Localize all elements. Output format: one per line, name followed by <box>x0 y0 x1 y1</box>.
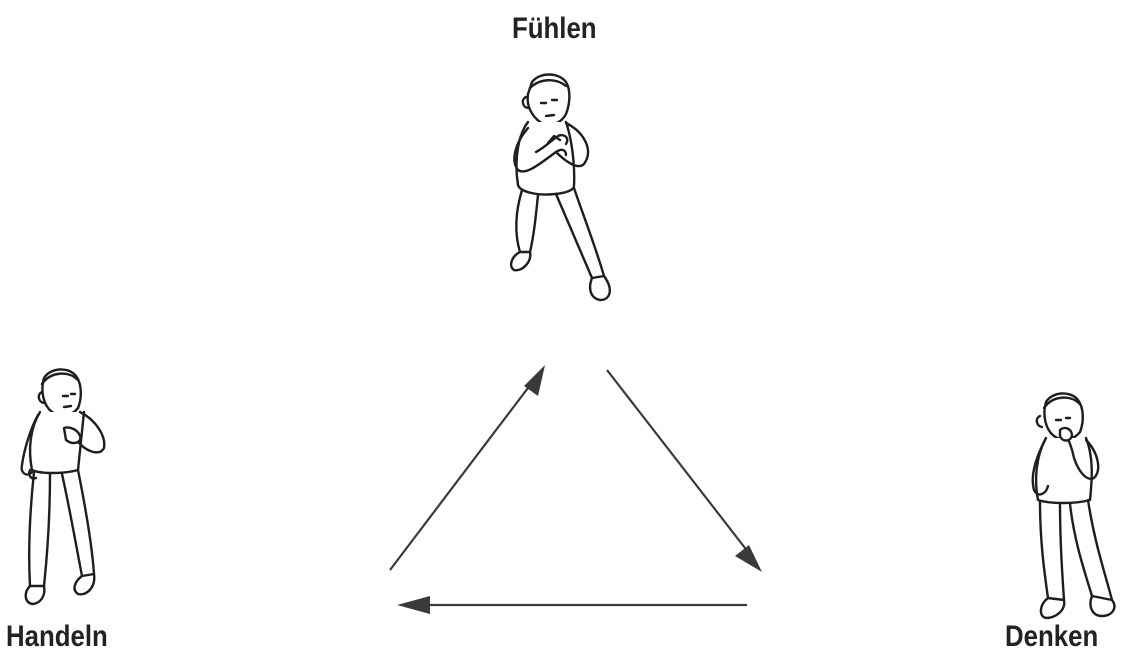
arrow-fuehlen-to-denken <box>606 369 762 572</box>
person-hugging-self-icon <box>509 73 611 302</box>
label-handeln: Handeln <box>6 620 108 653</box>
arrow-denken-to-handeln <box>397 596 747 614</box>
person-hand-on-chest-icon <box>20 368 106 606</box>
person-hand-on-chin-icon <box>1031 392 1116 620</box>
label-fuehlen: Fühlen <box>512 12 597 45</box>
label-denken: Denken <box>1005 620 1099 653</box>
arrow-handeln-to-fuehlen <box>389 365 545 571</box>
